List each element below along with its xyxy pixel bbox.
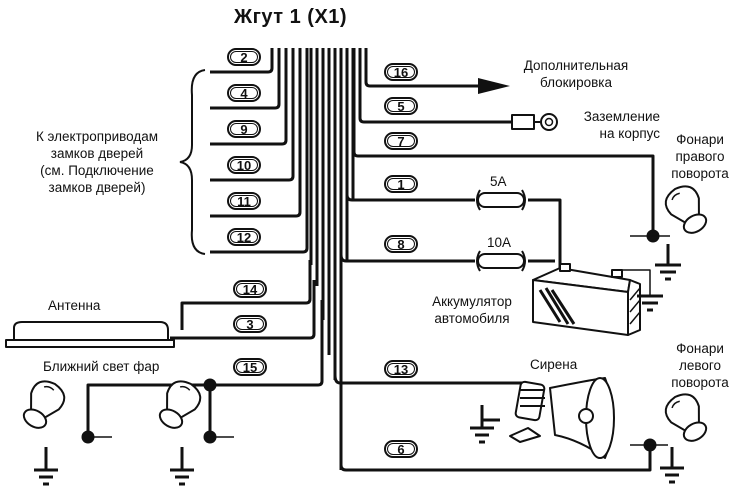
pin-1: 1 — [384, 175, 418, 193]
pin-3: 3 — [233, 315, 267, 333]
door-locks-label: К электроприводам замков дверей (см. Под… — [35, 129, 159, 195]
pin-4: 4 — [227, 84, 261, 102]
pin-14: 14 — [233, 280, 267, 298]
battery-label: Аккумулятор автомобиля — [432, 294, 512, 326]
wire-6 — [339, 445, 652, 472]
pin-8: 8 — [384, 235, 418, 253]
left-turn-label: Фонари левого поворота — [671, 341, 729, 390]
harness-title: Жгут 1 (Х1) — [234, 6, 348, 28]
brace — [179, 69, 206, 255]
fuse-5a — [476, 189, 526, 211]
wire-3 — [170, 280, 316, 340]
wire-13 — [333, 374, 522, 385]
siren-icon — [509, 377, 615, 459]
pin-11: 11 — [227, 192, 261, 210]
pin-9: 9 — [227, 120, 261, 138]
wire-14 — [180, 260, 312, 330]
wire-15 — [86, 300, 324, 437]
door-lock-wires — [210, 48, 309, 254]
extra-lock-label: Дополнительная блокировка — [523, 58, 629, 90]
siren-label: Сирена — [530, 357, 578, 372]
pin-12: 12 — [227, 228, 261, 246]
battery-icon — [532, 263, 651, 336]
wire-8 — [339, 254, 555, 263]
wire-5 — [358, 48, 512, 124]
pin-5: 5 — [384, 97, 418, 115]
harness-bundle — [309, 48, 355, 470]
fuse-10a-label: 10A — [487, 235, 512, 250]
pin-7: 7 — [384, 132, 418, 150]
wire-7 — [352, 48, 655, 236]
fuse-10a — [476, 250, 526, 272]
low-beam-label: Ближний свет фар — [43, 359, 160, 374]
pin-13: 13 — [384, 360, 418, 378]
wire-16 — [364, 48, 480, 88]
right-turn-label: Фонари правого поворота — [671, 132, 729, 181]
fuse-5a-label: 5A — [490, 174, 507, 189]
pin-16: 16 — [384, 63, 418, 81]
pin-2: 2 — [227, 48, 261, 66]
pin-10: 10 — [227, 156, 261, 174]
ground-icon — [34, 244, 684, 486]
antenna-icon — [5, 321, 175, 348]
bulb-icon — [22, 185, 708, 442]
ground-label: Заземление на корпус — [583, 109, 660, 141]
pin-6: 6 — [384, 440, 418, 458]
pin-15: 15 — [233, 358, 267, 376]
wire-1 — [345, 194, 562, 268]
antenna-label: Антенна — [48, 298, 101, 313]
